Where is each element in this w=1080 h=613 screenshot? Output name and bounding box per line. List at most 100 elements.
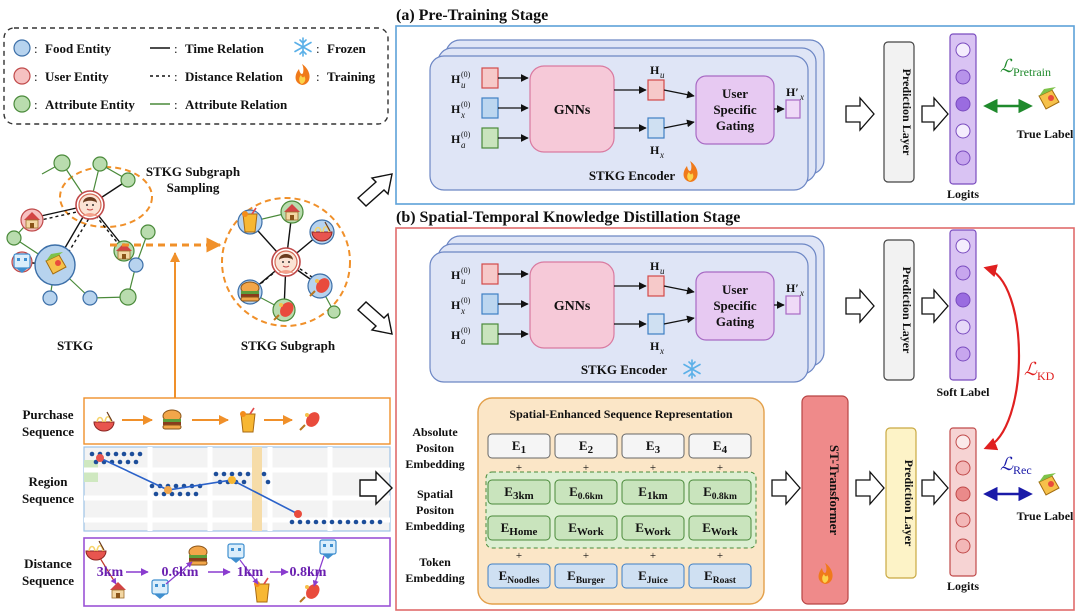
kd-loss-arrow — [983, 264, 1021, 451]
svg-text:x: x — [659, 150, 664, 160]
legend-colon: : — [174, 97, 178, 112]
pred-to-logits-arrow — [921, 470, 949, 506]
svg-text:True Label: True Label — [1017, 509, 1074, 523]
svg-text:H′: H′ — [786, 281, 799, 295]
svg-text:ℒ: ℒ — [1000, 56, 1014, 76]
stage-a-encoder-label: STKG Encoder — [589, 168, 676, 183]
sampling-label-2: Sampling — [167, 180, 220, 195]
seq-to-representation-arrow — [359, 470, 393, 506]
svg-text:Prediction Layer: Prediction Layer — [902, 460, 916, 547]
svg-text:H: H — [451, 102, 461, 116]
stkg-graph — [6, 154, 156, 306]
embedding-abs-cell — [621, 433, 685, 459]
stage-a-arrow-1 — [845, 96, 875, 132]
svg-text:x: x — [799, 92, 804, 102]
legend-colon: : — [316, 69, 320, 84]
svg-text:Embedding: Embedding — [405, 571, 464, 585]
stkg-subgraph — [221, 197, 351, 327]
embedding-dist-cell — [554, 479, 618, 505]
purchase-label-1: Purchase — [22, 407, 73, 422]
distance-value-2: 0.6km — [162, 565, 199, 580]
soft-label-logits — [949, 229, 977, 381]
sampling-label-1: STKG Subgraph — [146, 164, 241, 179]
svg-text:Positon: Positon — [416, 441, 454, 455]
stage-a-gnn-label: GNNs — [554, 103, 591, 118]
region-label-2: Sequence — [22, 491, 74, 506]
legend-box: : Food Entity : User Entity : Attribute … — [3, 27, 389, 125]
distance-label-2: Sequence — [22, 573, 74, 588]
svg-text:a: a — [461, 336, 466, 346]
svg-text:x: x — [799, 288, 804, 298]
svg-text:Absolute: Absolute — [412, 425, 458, 439]
svg-text:u: u — [461, 80, 466, 90]
svg-text:(0): (0) — [461, 266, 471, 275]
stkg-label: STKG — [57, 338, 93, 353]
svg-text:u: u — [660, 266, 665, 276]
embedding-token-label: EBurger — [567, 568, 605, 586]
legend-attribute-label: Attribute Entity — [45, 97, 135, 112]
svg-text:KD: KD — [1037, 369, 1055, 383]
stage-b-logits — [949, 427, 977, 577]
svg-text:H: H — [451, 298, 461, 312]
plus-sign: + — [650, 462, 656, 474]
plus-sign: + — [516, 462, 522, 474]
svg-text:Gating: Gating — [716, 314, 755, 329]
embedding-dist-cell — [688, 479, 752, 505]
plus-sign: + — [717, 550, 723, 562]
legend-attribute-icon — [13, 95, 31, 113]
legend-attr-rel-label: Attribute Relation — [185, 97, 288, 112]
svg-text:H: H — [650, 63, 660, 77]
svg-text:User: User — [722, 86, 748, 101]
svg-text:Pretrain: Pretrain — [1013, 65, 1051, 79]
plus-sign: + — [583, 550, 589, 562]
svg-text:Logits: Logits — [947, 187, 979, 201]
distance-value-4: 0.8km — [290, 565, 327, 580]
embedding-abs-cell — [487, 433, 551, 459]
stage-b-gnn-label: GNNs — [554, 299, 591, 314]
embedding-token-cell — [487, 563, 551, 589]
svg-text:x: x — [460, 110, 465, 120]
svg-text:Specific: Specific — [713, 298, 757, 313]
subgraph-label: STKG Subgraph — [241, 338, 336, 353]
svg-text:H: H — [451, 72, 461, 86]
svg-text:ℒ: ℒ — [1024, 359, 1038, 379]
svg-text:H: H — [451, 132, 461, 146]
embedding-abs-label: E3 — [646, 438, 661, 456]
svg-text:u: u — [660, 70, 665, 80]
legend-food-label: Food Entity — [45, 41, 112, 56]
svg-text:(0): (0) — [461, 326, 471, 335]
seq-to-st-arrow — [771, 470, 801, 506]
legend-time-label: Time Relation — [185, 41, 265, 56]
stage-a-encoder — [429, 39, 825, 191]
to-stage-a-arrow — [356, 173, 393, 207]
distance-value-3: 1km — [237, 565, 264, 580]
embedding-place-label: EWork — [702, 520, 738, 538]
svg-text:a: a — [461, 140, 466, 150]
legend-colon: : — [34, 41, 38, 56]
embedding-abs-label: E4 — [713, 438, 728, 456]
svg-text:Embedding: Embedding — [405, 457, 464, 471]
svg-text:H: H — [451, 268, 461, 282]
to-stage-b-arrow — [356, 301, 393, 335]
legend-food-icon — [13, 39, 31, 57]
svg-text:ST-Transformer: ST-Transformer — [827, 445, 842, 536]
legend-colon: : — [34, 97, 38, 112]
stage-a-logits — [949, 33, 977, 185]
stage-a-prediction-layer — [883, 41, 915, 183]
legend-colon: : — [174, 69, 178, 84]
svg-text:H′: H′ — [786, 85, 799, 99]
legend-colon: : — [174, 41, 178, 56]
embedding-place-label: EWork — [568, 520, 604, 538]
svg-text:Rec: Rec — [1013, 463, 1032, 477]
legend-training-label: Training — [327, 69, 376, 84]
svg-text:Spatial: Spatial — [417, 487, 454, 501]
plus-sign: + — [717, 462, 723, 474]
svg-text:Logits: Logits — [947, 579, 979, 593]
embedding-dist-label: E0.6km — [569, 484, 603, 502]
svg-text:Embedding: Embedding — [405, 519, 464, 533]
embedding-token-cell — [688, 563, 752, 589]
svg-text:Positon: Positon — [416, 503, 454, 517]
embedding-dist-cell — [487, 479, 551, 505]
embedding-place-cell — [487, 515, 551, 541]
embedding-dist-label: E3km — [504, 484, 533, 502]
